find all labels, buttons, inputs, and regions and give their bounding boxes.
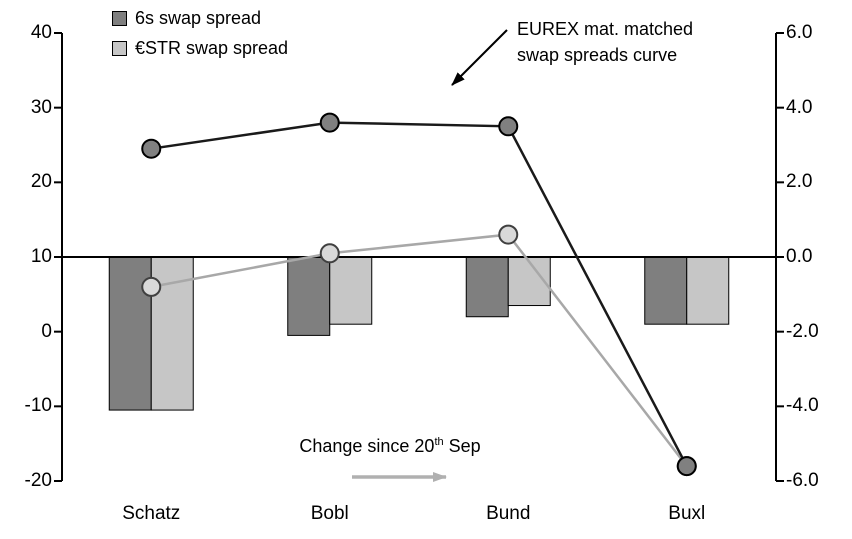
legend-item-6s: 6s swap spread — [112, 8, 288, 29]
legend-label-estr: €STR swap spread — [135, 38, 289, 58]
legend: 6s swap spread €STR swap spread — [112, 8, 288, 68]
change-annotation-text: Change since 20 — [299, 436, 435, 456]
legend-label-6s: 6s swap spread — [135, 8, 262, 28]
change-annotation-suffix: Sep — [443, 436, 481, 456]
curve-annotation-line2: swap spreads curve — [517, 45, 678, 66]
legend-swatch-6s-icon — [112, 11, 127, 26]
legend-item-estr: €STR swap spread — [112, 38, 288, 59]
curve-annotation-line1: EUREX mat. matched — [517, 19, 694, 39]
change-annotation: Change since 20th Sep — [250, 436, 530, 457]
change-annotation-superscript: th — [434, 436, 444, 448]
curve-annotation: EUREX mat. matched swap spreads curve — [517, 16, 693, 68]
legend-swatch-estr-icon — [112, 41, 127, 56]
